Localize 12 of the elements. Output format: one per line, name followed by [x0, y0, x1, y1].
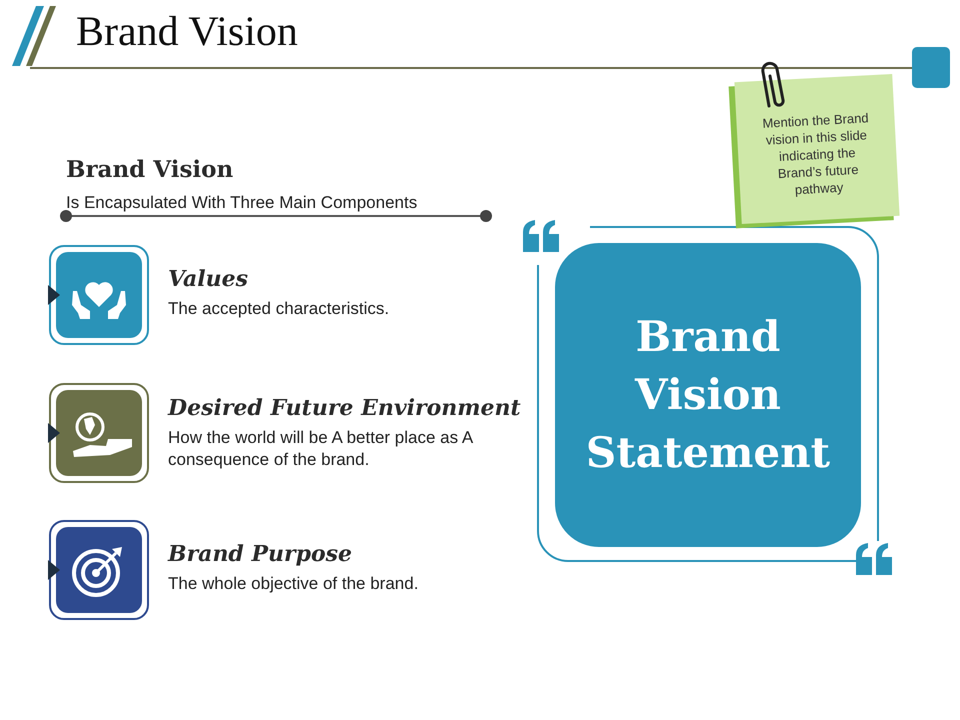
- item-heading: Values: [168, 266, 248, 292]
- slide-title: Brand Vision: [76, 8, 298, 56]
- item-description: How the world will be A better place as A consequence of the brand.: [168, 427, 474, 471]
- subtitle: Is Encapsulated With Three Main Components: [66, 192, 418, 214]
- item-description: The accepted characteristics.: [168, 298, 390, 320]
- statement-text: Brand Vision Statement: [585, 311, 831, 479]
- section-heading: Brand Vision: [66, 156, 234, 183]
- item-description: The whole objective of the brand.: [168, 573, 420, 595]
- item-heading: Desired Future Environment: [168, 395, 521, 421]
- item-heading: Brand Purpose: [168, 541, 352, 567]
- statement-panel: [555, 243, 861, 547]
- note-text: Mention the Brand vision in this slide indicating the Brand’s future pathway: [761, 108, 870, 199]
